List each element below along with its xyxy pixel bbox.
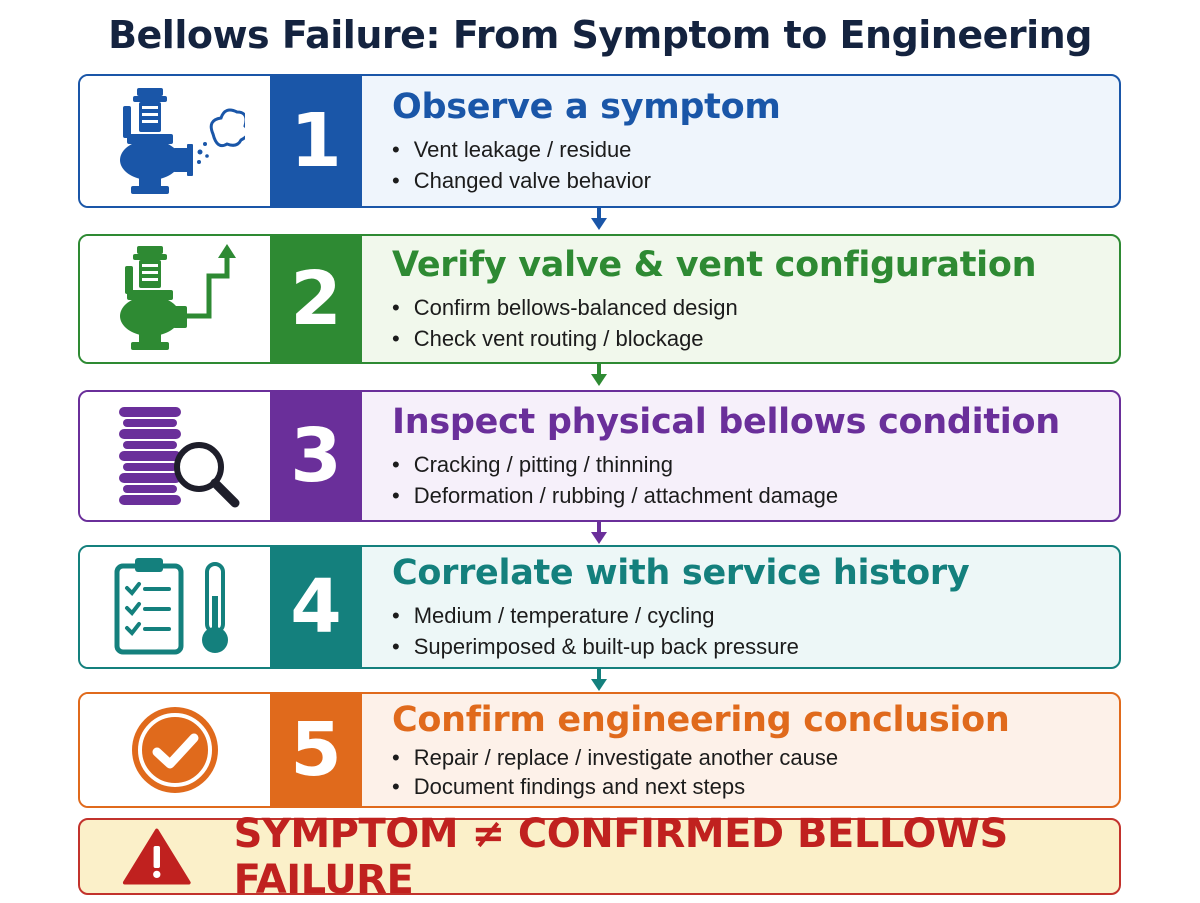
step-1-bullet-1: Vent leakage / residue [392,134,1119,165]
step-1-card: 1 Observe a symptom Vent leakage / resid… [78,74,1121,208]
step-2-card: 2 Verify valve & vent configuration Conf… [78,234,1121,364]
step-5-heading: Confirm engineering conclusion [392,700,1010,740]
step-2-bullet-2: Check vent routing / blockage [392,323,1119,354]
step-4-bullet-2: Superimposed & built-up back pressure [392,631,1119,662]
step-5-number: 5 [270,694,362,806]
step-4-card: 4 Correlate with service history Medium … [78,545,1121,669]
step-3-number: 3 [270,392,362,520]
bellows-magnifier-icon [80,392,270,520]
step-1-number: 1 [270,76,362,206]
arrow-2-to-3 [591,364,607,386]
step-3-heading: Inspect physical bellows condition [392,402,1060,442]
step-5-bullet-2: Document findings and next steps [392,772,1119,801]
relief-valve-leak-icon [80,76,270,206]
step-4-bullet-1: Medium / temperature / cycling [392,600,1119,631]
warning-text: SYMPTOM ≠ CONFIRMED BELLOWS FAILURE [233,810,1009,903]
clipboard-thermometer-icon [80,547,270,667]
step-3-bullet-2: Deformation / rubbing / attachment damag… [392,480,1119,511]
step-4-number: 4 [270,547,362,667]
check-circle-icon [80,694,270,806]
arrow-3-to-4 [591,522,607,544]
step-2-heading: Verify valve & vent configuration [392,245,1037,285]
warning-banner: SYMPTOM ≠ CONFIRMED BELLOWS FAILURE [78,811,1121,903]
arrow-1-to-2 [591,208,607,230]
step-2-bullet-1: Confirm bellows-balanced design [392,292,1119,323]
step-5-card: 5 Confirm engineering conclusion Repair … [78,692,1121,808]
step-5-bullet-1: Repair / replace / investigate another c… [392,743,1119,772]
step-1-heading: Observe a symptom [392,87,781,127]
arrow-4-to-5 [591,669,607,691]
valve-vent-routing-icon [80,236,270,362]
step-1-bullet-2: Changed valve behavior [392,165,1119,196]
step-3-bullet-1: Cracking / pitting / thinning [392,449,1119,480]
step-2-number: 2 [270,236,362,362]
step-3-card: 3 Inspect physical bellows condition Cra… [78,390,1121,522]
warning-triangle-icon [122,828,191,884]
step-4-heading: Correlate with service history [392,553,970,593]
